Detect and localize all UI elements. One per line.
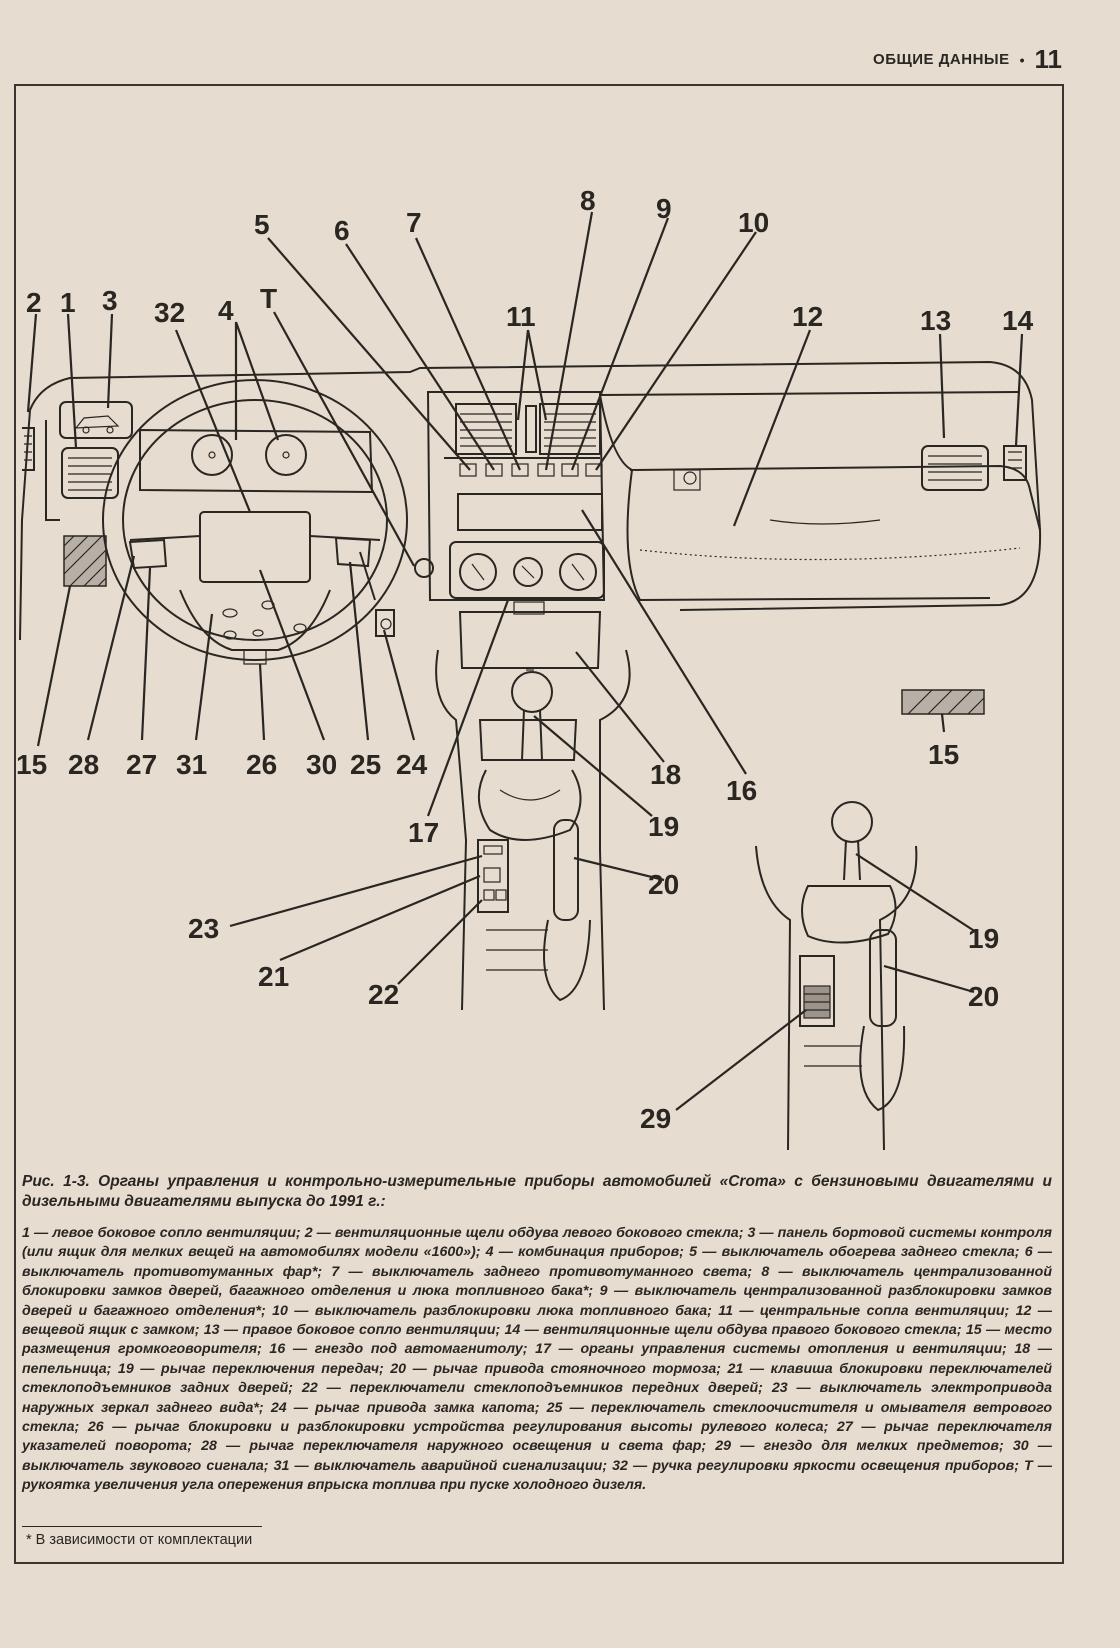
callout-6: 6 — [334, 215, 350, 246]
steering-wheel — [102, 379, 408, 665]
left-side-vent — [22, 427, 119, 499]
callout-15-left: 15 — [16, 749, 47, 780]
section-title: ОБЩИЕ ДАННЫЕ — [873, 51, 1010, 68]
leader-lines — [26, 211, 1024, 1111]
figure-legend: 1 — левое боковое сопло вентиляции; 2 — … — [22, 1225, 1052, 1494]
console-tunnel — [435, 649, 631, 1011]
callout-11: 11 — [506, 301, 536, 332]
callout-5: 5 — [254, 209, 270, 240]
callout-4: 4 — [218, 295, 234, 326]
callout-10: 10 — [738, 207, 769, 238]
callout-15-right: 15 — [928, 739, 959, 770]
callout-19-inset: 19 — [968, 923, 999, 954]
callout-21: 21 — [258, 961, 289, 992]
callout-13: 13 — [920, 305, 951, 336]
callout-14: 14 — [1002, 305, 1034, 336]
figure-caption-title: Рис. 1-3. Органы управления и контрольно… — [22, 1173, 1052, 1210]
instrument-cluster — [139, 428, 374, 494]
callout-t: T — [260, 283, 277, 314]
callout-16: 16 — [726, 775, 757, 806]
dashboard-diagram: 2 1 3 32 4 T 5 6 7 8 9 10 11 12 13 14 15… — [16, 185, 1042, 1151]
onboard-monitor-panel — [59, 401, 133, 439]
callout-3: 3 — [102, 285, 118, 316]
callout-12: 12 — [792, 301, 823, 332]
right-speaker-grille — [901, 689, 985, 715]
automatic-transmission-inset — [755, 801, 918, 1151]
page-number: 11 — [1034, 44, 1063, 74]
callout-31: 31 — [176, 749, 207, 780]
callout-2: 2 — [26, 287, 42, 318]
footnote-separator — [22, 1526, 262, 1527]
header-bullet: • — [1019, 51, 1025, 68]
footnote: * В зависимости от комплектации — [26, 1532, 253, 1548]
callout-22: 22 — [368, 979, 399, 1010]
figure-frame — [14, 84, 1064, 1564]
callout-25: 25 — [350, 749, 381, 780]
callout-23: 23 — [188, 913, 219, 944]
callout-7: 7 — [406, 207, 422, 238]
callout-18: 18 — [650, 759, 681, 790]
callout-20: 20 — [648, 869, 679, 900]
callout-26: 26 — [246, 749, 277, 780]
callout-9: 9 — [656, 193, 672, 224]
page-header: ОБЩИЕ ДАННЫЕ • 11 — [873, 44, 1062, 75]
right-side-vent — [921, 445, 1027, 491]
callout-32: 32 — [154, 297, 185, 328]
callout-27: 27 — [126, 749, 157, 780]
left-speaker-grille — [63, 535, 107, 587]
callout-20-inset: 20 — [968, 981, 999, 1012]
callout-30: 30 — [306, 749, 337, 780]
callout-labels: 2 1 3 32 4 T 5 6 7 8 9 10 11 12 13 14 15… — [16, 185, 1034, 1134]
callout-1: 1 — [60, 287, 76, 318]
callout-17: 17 — [408, 817, 439, 848]
dashboard-body — [19, 360, 1042, 641]
center-console — [426, 391, 606, 669]
callout-28: 28 — [68, 749, 99, 780]
callout-29: 29 — [640, 1103, 671, 1134]
callout-19: 19 — [648, 811, 679, 842]
callout-8: 8 — [580, 185, 596, 216]
callout-24: 24 — [396, 749, 428, 780]
